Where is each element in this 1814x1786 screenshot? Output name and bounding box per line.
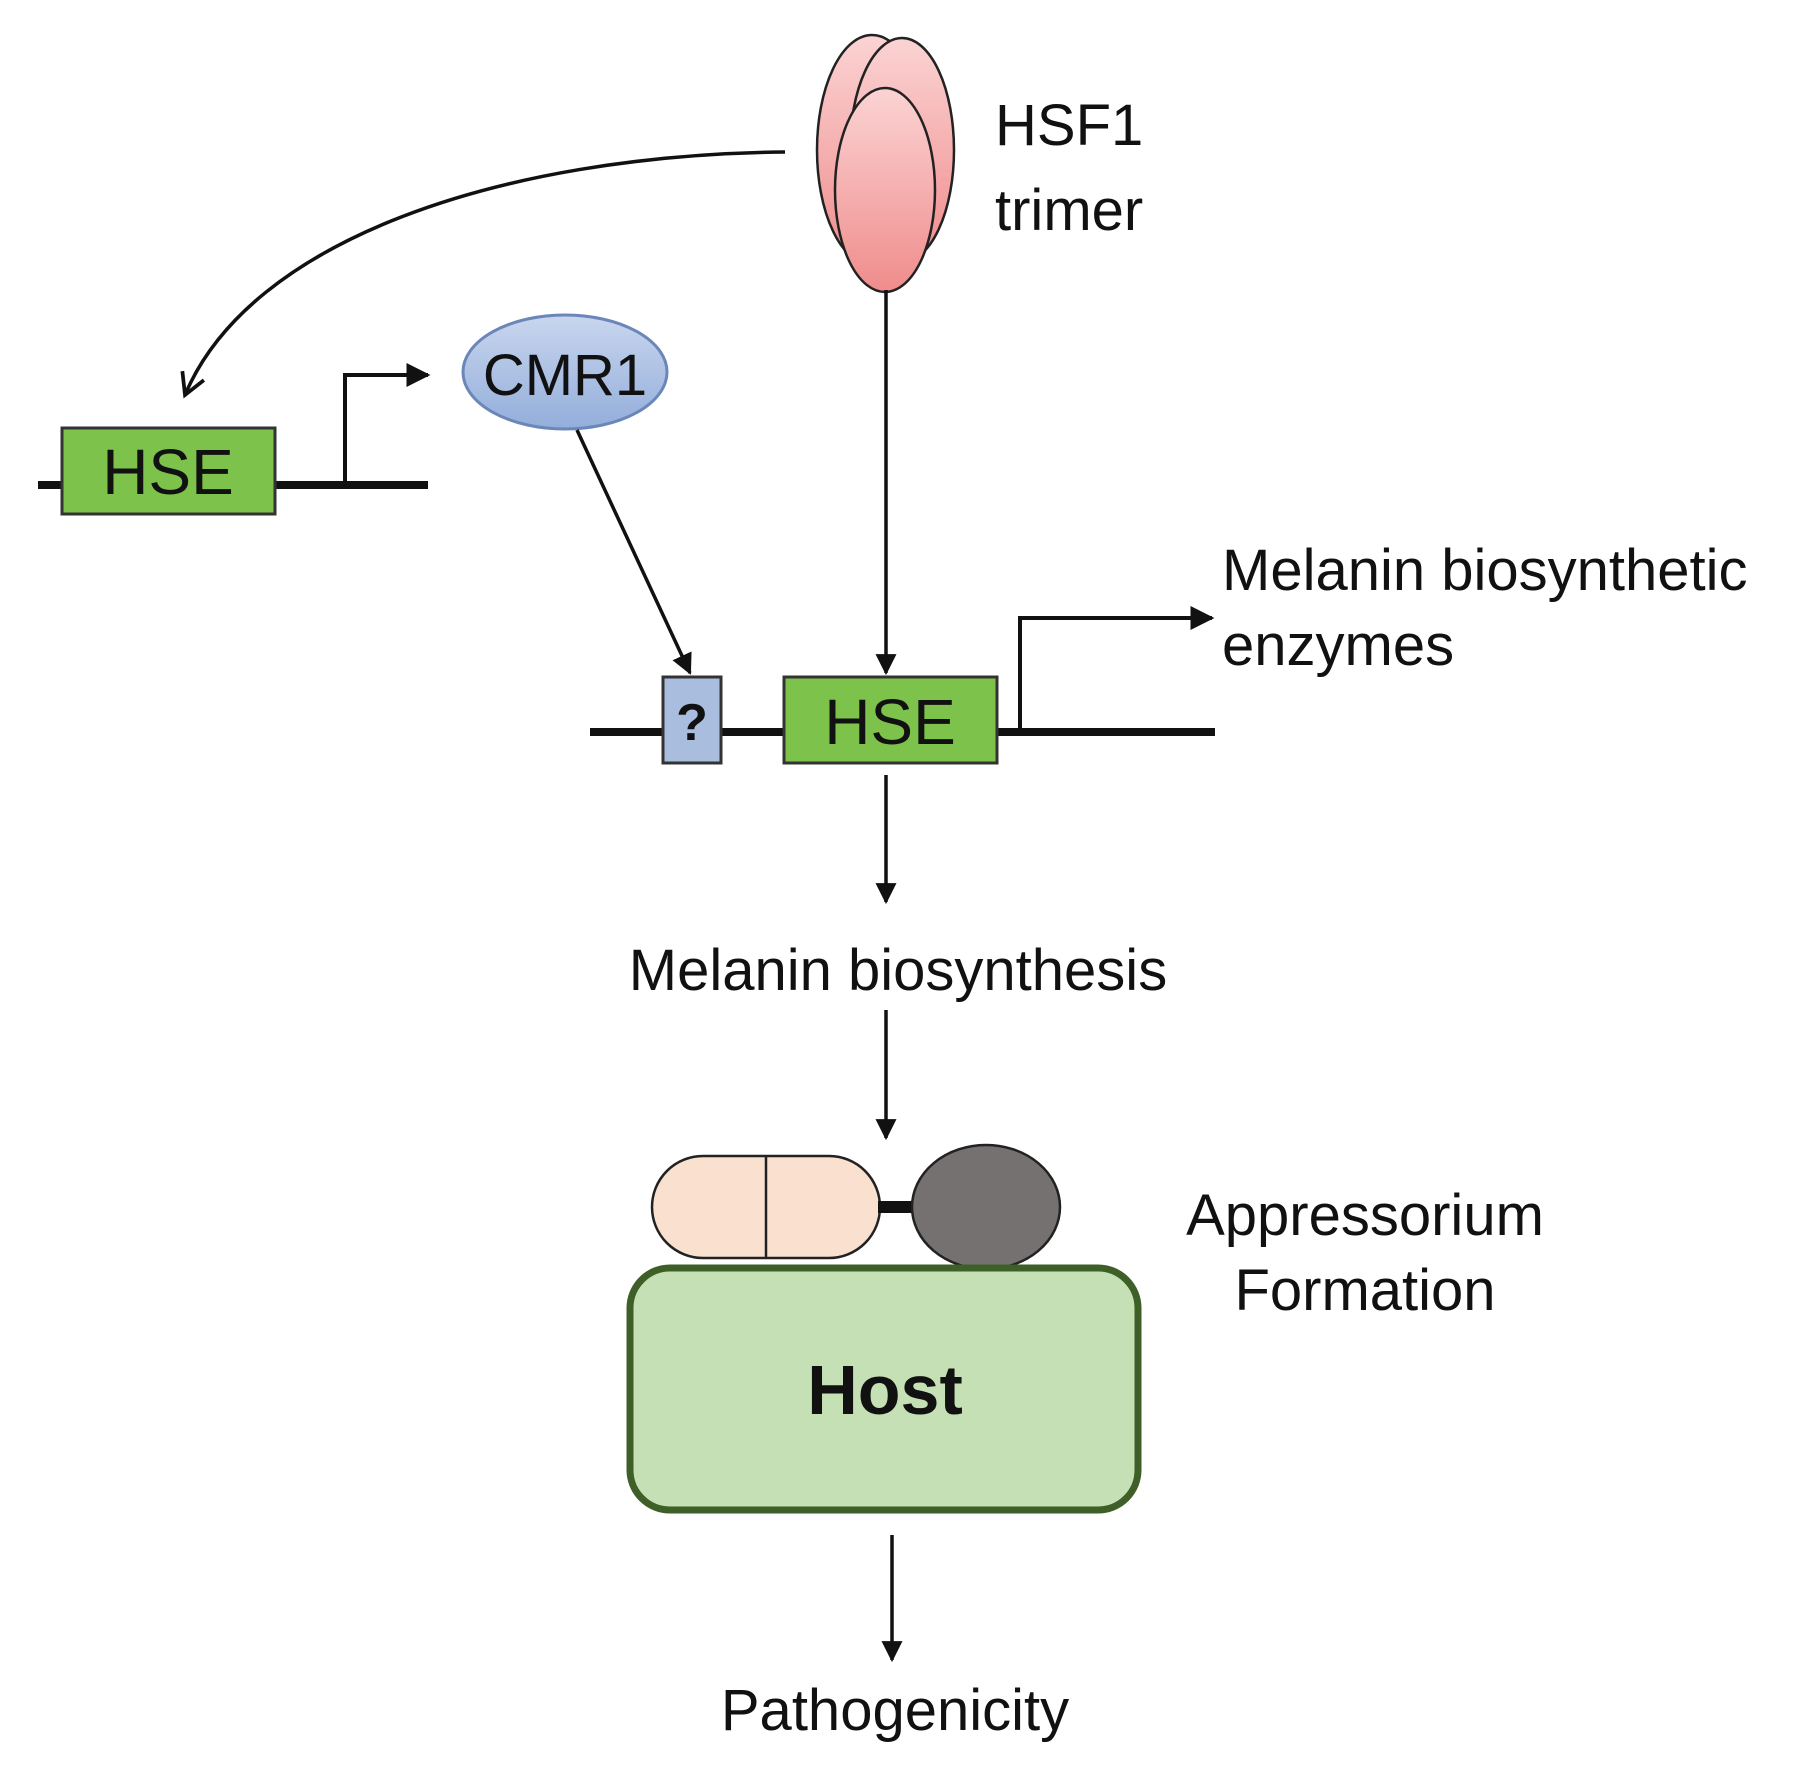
melanin-enzymes-label-line1: Melanin biosynthetic: [1222, 538, 1748, 603]
hse-center-label: HSE: [824, 686, 956, 758]
cmr1-label: CMR1: [483, 343, 647, 408]
promoter-arrow-left: [343, 363, 431, 485]
arrow-cmr1-to-unknown: [575, 429, 692, 675]
promoter-arrow-center: [1018, 606, 1215, 732]
hsf1-label: HSF1: [995, 93, 1143, 158]
pathogenicity-label: Pathogenicity: [721, 1678, 1069, 1743]
appressorium-label-line1: Appressorium: [1186, 1183, 1544, 1248]
hse-box-left: [60, 426, 277, 516]
host-box: [626, 1264, 1142, 1514]
hse-box-center: [782, 675, 999, 765]
hse-left-label: HSE: [102, 436, 234, 508]
trimer-label: trimer: [995, 178, 1143, 243]
host-label: Host: [807, 1351, 963, 1429]
cmr1-ellipse: [461, 313, 669, 431]
hsf1-trimer-icon: [815, 33, 956, 294]
unknown-element-box: [661, 675, 723, 765]
appressorium-label-line2: Formation: [1234, 1258, 1495, 1323]
conidium-appressorium-icon: [650, 1143, 1062, 1271]
curved-arrow-hsf1-to-hse: [180, 150, 786, 399]
melanin-biosynthesis-label: Melanin biosynthesis: [629, 938, 1167, 1003]
melanin-enzymes-label-line2: enzymes: [1222, 613, 1454, 678]
unknown-element-label: ?: [676, 694, 708, 752]
